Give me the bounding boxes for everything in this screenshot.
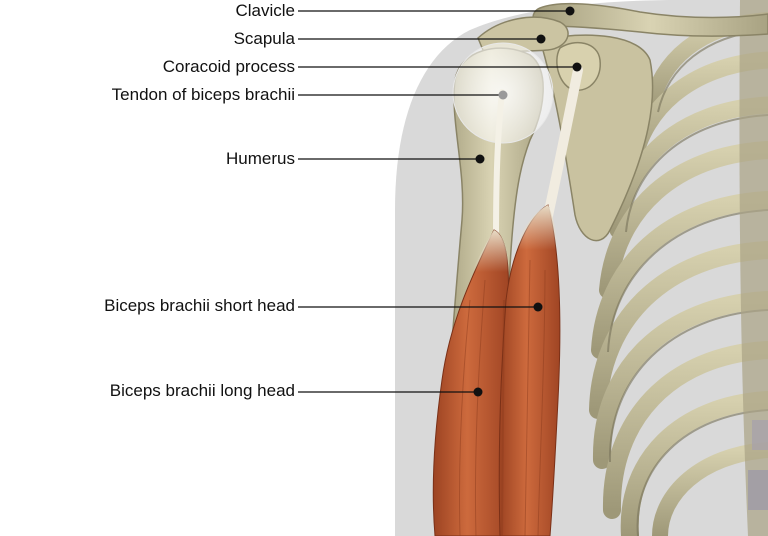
label-biceps-long-head: Biceps brachii long head: [109, 381, 295, 400]
dot-long-head: [473, 387, 483, 397]
label-clavicle: Clavicle: [235, 1, 295, 20]
leader-dots: [473, 6, 582, 397]
label-tendon-biceps: Tendon of biceps brachii: [111, 85, 295, 104]
muscle-fibers: [458, 259, 546, 536]
dot-clavicle: [565, 6, 575, 16]
dot-coracoid: [572, 62, 582, 72]
dot-tendon: [498, 90, 508, 100]
dot-humerus: [475, 154, 485, 164]
cartilage-2: [752, 420, 768, 450]
label-biceps-short-head: Biceps brachii short head: [104, 296, 295, 315]
label-scapula: Scapula: [233, 29, 295, 48]
rib-shadows: [607, 29, 768, 536]
leader-lines: [298, 10, 577, 393]
biceps-short-head: [498, 204, 561, 536]
cartilage: [748, 470, 768, 510]
long-head-tendon: [493, 89, 505, 243]
label-humerus: Humerus: [226, 149, 295, 168]
muscle-fade-long: [472, 230, 508, 272]
label-coracoid-process: Coracoid process: [162, 57, 295, 76]
dot-scapula: [536, 34, 546, 44]
spine: [739, 0, 768, 536]
rib-cage: [589, 12, 768, 536]
short-head-tendon: [540, 65, 583, 235]
muscle-fade-short: [514, 205, 558, 250]
dot-short-head: [533, 302, 543, 312]
